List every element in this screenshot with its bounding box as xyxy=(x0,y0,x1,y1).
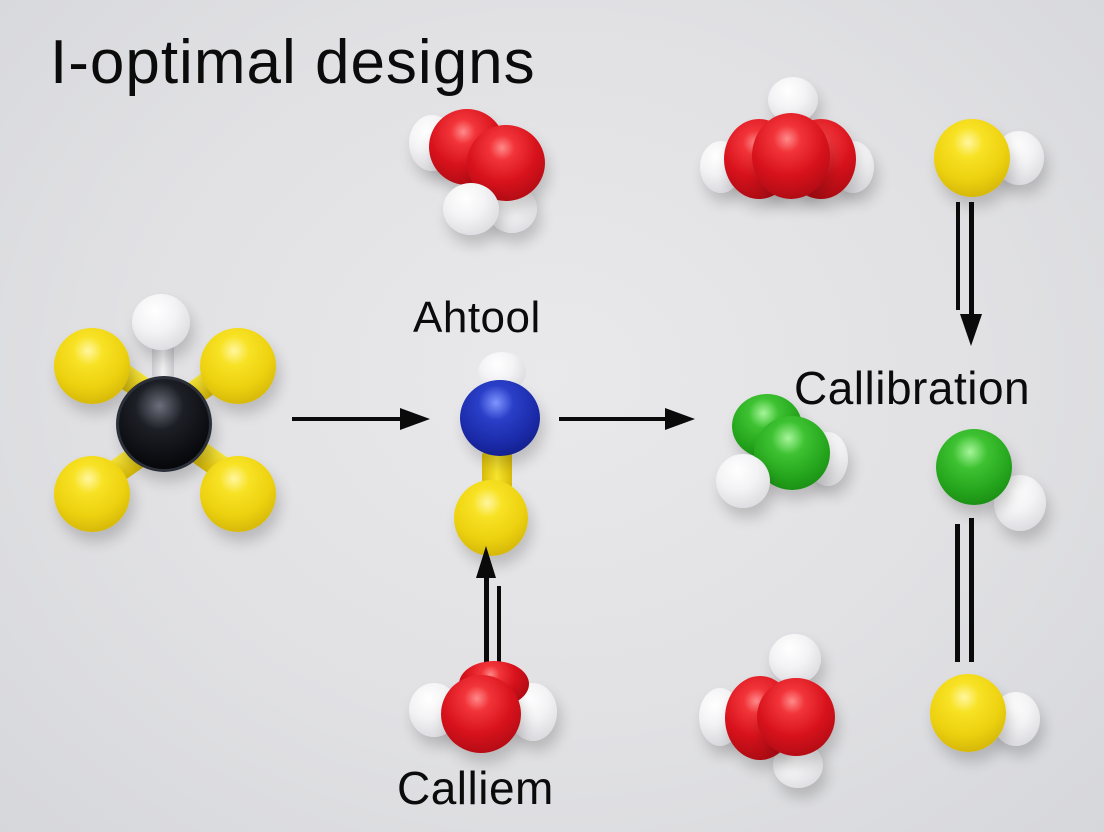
atom-black xyxy=(116,376,212,472)
atom-yellow xyxy=(200,328,276,404)
arrowhead-up-icon xyxy=(476,546,496,578)
molecule-yellow-pair-top-right xyxy=(930,115,1045,200)
molecule-green-pair-middle-right xyxy=(714,390,854,512)
arrow-bottom-up xyxy=(474,546,504,666)
atom-blue xyxy=(460,380,540,456)
molecule-red-cluster-top-right xyxy=(698,75,878,205)
atom-yellow xyxy=(54,328,130,404)
atom-yellow xyxy=(454,480,528,556)
atom-white xyxy=(132,294,190,350)
arrow-shaft-secondary xyxy=(497,586,501,666)
arrow-shaft-secondary xyxy=(969,202,974,322)
atom-white xyxy=(716,454,770,508)
arrow-shaft xyxy=(292,417,404,421)
atom-yellow xyxy=(200,456,276,532)
connector-line xyxy=(955,524,960,662)
molecule-tetrahedral-left xyxy=(50,290,280,540)
arrowhead-right-icon xyxy=(400,408,430,430)
molecule-green-single-right xyxy=(932,425,1052,535)
diagram-title: I-optimal designs xyxy=(50,28,536,97)
molecule-water-bottom-center xyxy=(405,655,560,755)
arrowhead-down-icon xyxy=(960,314,982,346)
atom-white xyxy=(769,634,821,684)
arrow-shaft xyxy=(484,574,489,666)
atom-red xyxy=(441,675,521,753)
label-calliem: Calliem xyxy=(397,762,554,814)
arrow-left-to-center xyxy=(292,407,432,431)
molecule-linear-center xyxy=(452,350,542,560)
arrow-shaft xyxy=(559,417,669,421)
label-ahtool: Ahtool xyxy=(413,293,541,342)
label-callibration: Callibration xyxy=(794,362,1031,414)
molecule-water-top-center xyxy=(405,105,555,240)
connector-line xyxy=(969,518,974,662)
atom-yellow xyxy=(54,456,130,532)
atom-yellow xyxy=(930,674,1006,752)
atom-green xyxy=(936,429,1012,505)
arrowhead-right-icon xyxy=(665,408,695,430)
arrow-top-right-down xyxy=(956,202,988,350)
atom-yellow xyxy=(934,119,1010,197)
atom-red xyxy=(757,678,835,756)
molecule-yellow-pair-bottom-right xyxy=(926,670,1044,760)
atom-red xyxy=(752,113,830,199)
lines-right-vertical xyxy=(955,518,977,664)
arrow-shaft xyxy=(956,202,960,310)
atom-white xyxy=(443,183,499,235)
arrow-center-to-right xyxy=(559,407,699,431)
molecule-red-cluster-bottom-right xyxy=(695,632,845,792)
